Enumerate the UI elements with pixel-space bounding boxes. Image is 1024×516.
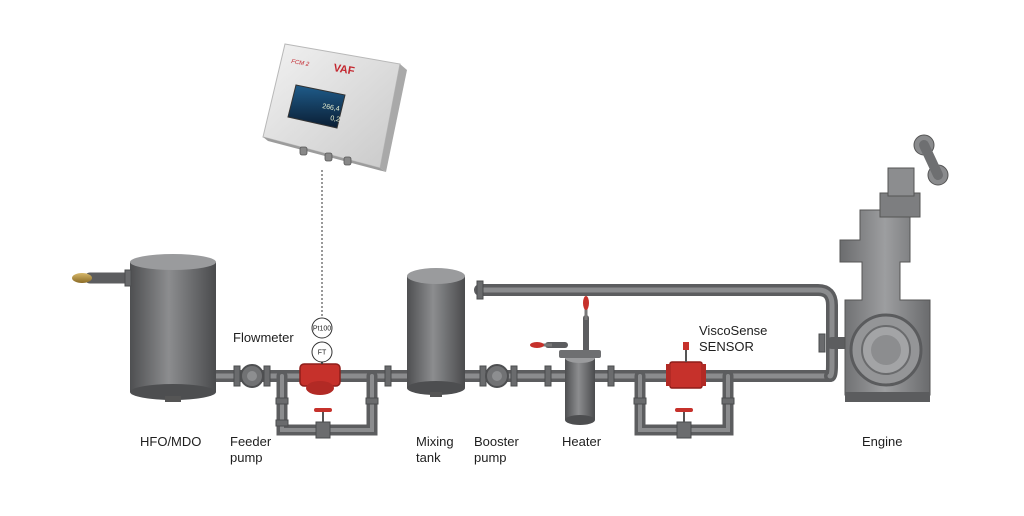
fill-inlet	[72, 273, 92, 283]
feeder-pump	[240, 364, 264, 388]
heater-label: Heater	[562, 434, 602, 449]
cable-glands	[299, 146, 352, 166]
fcm-screen	[287, 84, 346, 129]
mixing-tank-label-line2: tank	[416, 450, 441, 465]
bypass-valve-flowmeter	[314, 408, 332, 439]
heater-vessel	[530, 296, 601, 425]
pt100-instrument: Pt100	[311, 317, 333, 339]
ft-tag: FT	[318, 350, 327, 357]
fcm-model-label: FCM 2	[291, 59, 310, 68]
mixing-tank-label-line1: Mixing	[416, 434, 454, 449]
fcm-screen-value-1: 266,4	[322, 103, 341, 113]
ft-instrument: FT	[311, 341, 333, 363]
mixing-tank	[407, 268, 465, 397]
flowmeter-label: Flowmeter	[233, 330, 294, 345]
engine	[839, 134, 949, 402]
feeder-pump-label-line2: pump	[230, 450, 263, 465]
booster-pump-label-line2: pump	[474, 450, 507, 465]
booster-pump	[485, 364, 509, 388]
engine-label: Engine	[862, 434, 903, 449]
viscosense-sensor	[666, 342, 706, 389]
pt100-tag: Pt100	[313, 326, 331, 333]
fcm-brand-logo: VAF	[332, 62, 355, 78]
viscosense-label-line1: ViscoSense	[699, 323, 768, 338]
viscosense-label-line2: SENSOR	[699, 339, 754, 354]
bypass-valve-viscosense	[675, 408, 693, 439]
feeder-pump-label-line1: Feeder	[230, 434, 272, 449]
pipe-flanges	[124, 269, 826, 427]
booster-pump-label-line1: Booster	[474, 434, 519, 449]
flowmeter-body	[299, 345, 341, 395]
hfo-mdo-label: HFO/MDO	[140, 434, 202, 449]
fcm-display-unit: FCM 2 VAF 266,4 0,2	[262, 43, 407, 172]
hfo-mdo-tank	[130, 254, 216, 402]
fcm-screen-value-2: 0,2	[330, 115, 341, 124]
